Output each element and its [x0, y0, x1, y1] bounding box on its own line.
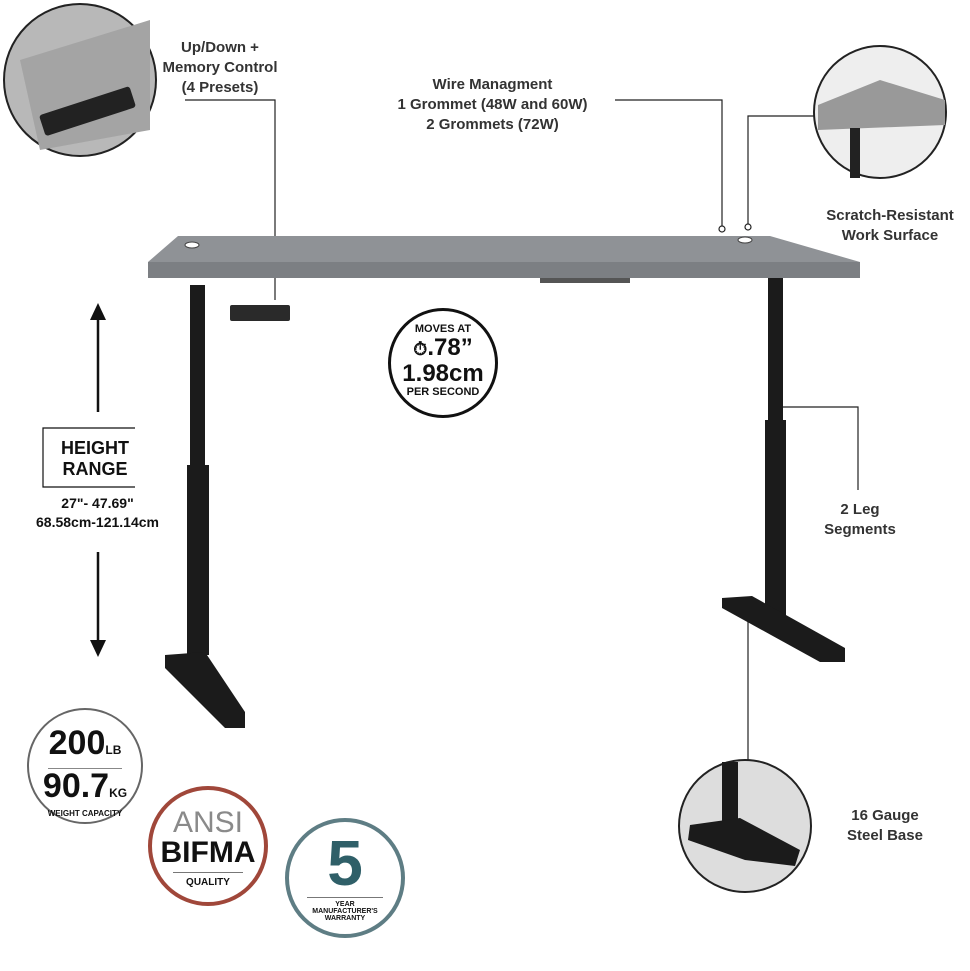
height-title-line: RANGE: [62, 459, 128, 479]
surface-inset: [813, 45, 947, 179]
warranty-caption: YEAR MANUFACTURER'S WARRANTY: [312, 901, 378, 922]
speed-metric: 1.98cm: [402, 360, 484, 387]
leader-lines: [185, 99, 859, 760]
weight-kg-unit: KG: [109, 786, 128, 800]
control-inset: [3, 3, 157, 157]
callout-line: Wire Managment: [432, 76, 553, 93]
weight-lb: 200: [48, 724, 106, 762]
callout-line: Work Surface: [841, 227, 939, 244]
weight-badge: 200LB 90.7KG WEIGHT CAPACITY: [27, 708, 143, 824]
warranty-badge: 5 YEAR MANUFACTURER'S WARRANTY: [285, 818, 405, 938]
callout-line: Steel Base: [847, 827, 923, 844]
base-callout: 16 Gauge Steel Base: [825, 806, 945, 846]
callout-line: Memory Control: [162, 59, 278, 76]
legs-callout: 2 Leg Segments: [800, 500, 920, 540]
height-metric: 68.58cm-121.14cm: [36, 514, 159, 530]
base-inset: [678, 759, 812, 893]
ansi-caption: QUALITY: [186, 877, 230, 888]
weight-caption: WEIGHT CAPACITY: [47, 809, 123, 818]
weight-kg: 90.7: [42, 767, 110, 805]
speed-top: MOVES AT: [414, 323, 472, 335]
stopwatch-icon: ⏱: [413, 339, 428, 359]
wire-callout: Wire Managment 1 Grommet (48W and 60W) 2…: [380, 75, 605, 135]
ansi-bifma-badge: ANSI BIFMA QUALITY: [148, 786, 268, 906]
height-title-line: HEIGHT: [60, 438, 129, 458]
callout-line: (4 Presets): [181, 79, 259, 96]
control-callout: Up/Down + Memory Control (4 Presets): [140, 38, 300, 98]
desk: [148, 236, 860, 728]
speed-badge: MOVES AT ⏱.78” 1.98cm PER SECOND: [388, 308, 498, 418]
callout-line: 1 Grommet (48W and 60W): [397, 96, 588, 113]
speed-imperial: .78”: [427, 334, 473, 361]
callout-line: Segments: [824, 521, 896, 538]
height-range-title: HEIGHT RANGE: [45, 438, 145, 480]
height-range-values: 27"- 47.69" 68.58cm-121.14cm: [0, 494, 195, 532]
bifma-text: BIFMA: [160, 836, 256, 869]
surface-callout: Scratch-Resistant Work Surface: [810, 206, 970, 246]
warranty-number: 5: [327, 827, 363, 899]
callout-line: 2 Leg: [840, 501, 880, 518]
callout-line: Scratch-Resistant: [826, 207, 954, 224]
height-imperial: 27"- 47.69": [61, 495, 134, 511]
ansi-text: ANSI: [172, 806, 244, 839]
callout-line: 2 Grommets (72W): [426, 116, 559, 133]
height-arrows: [42, 303, 135, 657]
callout-line: Up/Down +: [181, 39, 259, 56]
speed-bottom: PER SECOND: [406, 386, 480, 398]
callout-line: 16 Gauge: [851, 807, 919, 824]
weight-lb-unit: LB: [105, 743, 122, 757]
